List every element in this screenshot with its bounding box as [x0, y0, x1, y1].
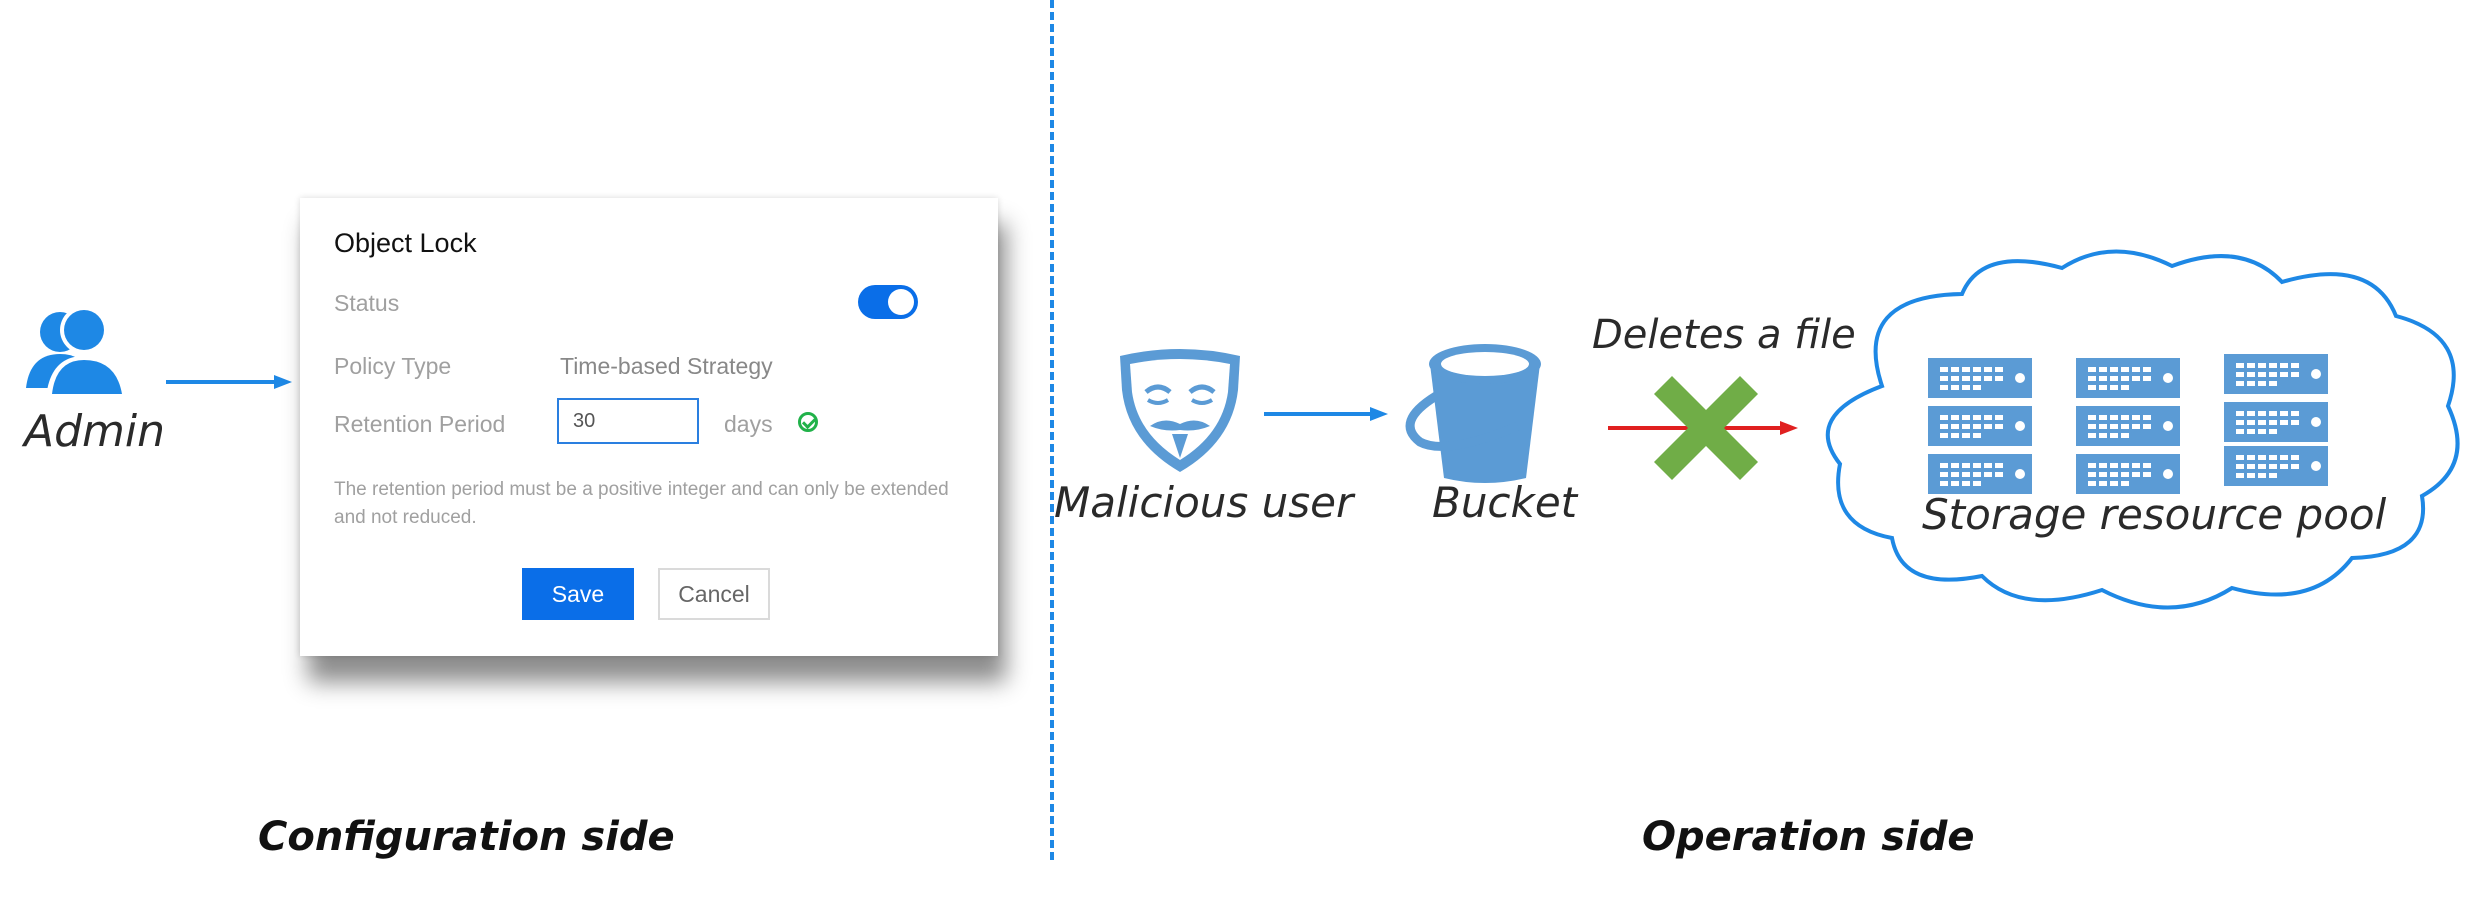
- deletes-file-label: Deletes a file: [1592, 312, 1856, 358]
- server-racks: [1928, 354, 2328, 494]
- admin-arrow: [166, 375, 292, 389]
- admin-users-icon: [26, 306, 126, 398]
- status-toggle[interactable]: [858, 285, 918, 319]
- save-button[interactable]: Save: [522, 568, 634, 620]
- policy-type-value: Time-based Strategy: [560, 353, 773, 379]
- retention-unit: days: [724, 411, 773, 437]
- retention-period-label: Retention Period: [334, 411, 506, 437]
- policy-type-label: Policy Type: [334, 353, 452, 379]
- malicious-user-label: Malicious user: [1054, 478, 1354, 527]
- object-lock-dialog: Object Lock Status Policy Type Time-base…: [300, 198, 998, 656]
- valid-check-icon: [798, 412, 818, 432]
- side-divider: [1050, 0, 1054, 860]
- user-to-bucket-arrow: [1264, 407, 1388, 421]
- bucket-label: Bucket: [1432, 478, 1578, 527]
- malicious-mask-icon: [1120, 349, 1240, 472]
- retention-period-input[interactable]: 30: [557, 398, 699, 444]
- bucket-icon: [1405, 344, 1541, 483]
- deny-x-icon: [1654, 376, 1758, 480]
- toggle-knob: [888, 289, 914, 315]
- storage-pool-label: Storage resource pool: [1922, 490, 2387, 539]
- cancel-button[interactable]: Cancel: [658, 568, 770, 620]
- status-label: Status: [334, 290, 400, 316]
- configuration-side-title: Configuration side: [258, 814, 675, 860]
- dialog-title: Object Lock: [334, 228, 477, 258]
- operation-side-title: Operation side: [1642, 814, 1975, 860]
- retention-note: The retention period must be a positive …: [334, 479, 949, 528]
- admin-label: Admin: [24, 406, 166, 457]
